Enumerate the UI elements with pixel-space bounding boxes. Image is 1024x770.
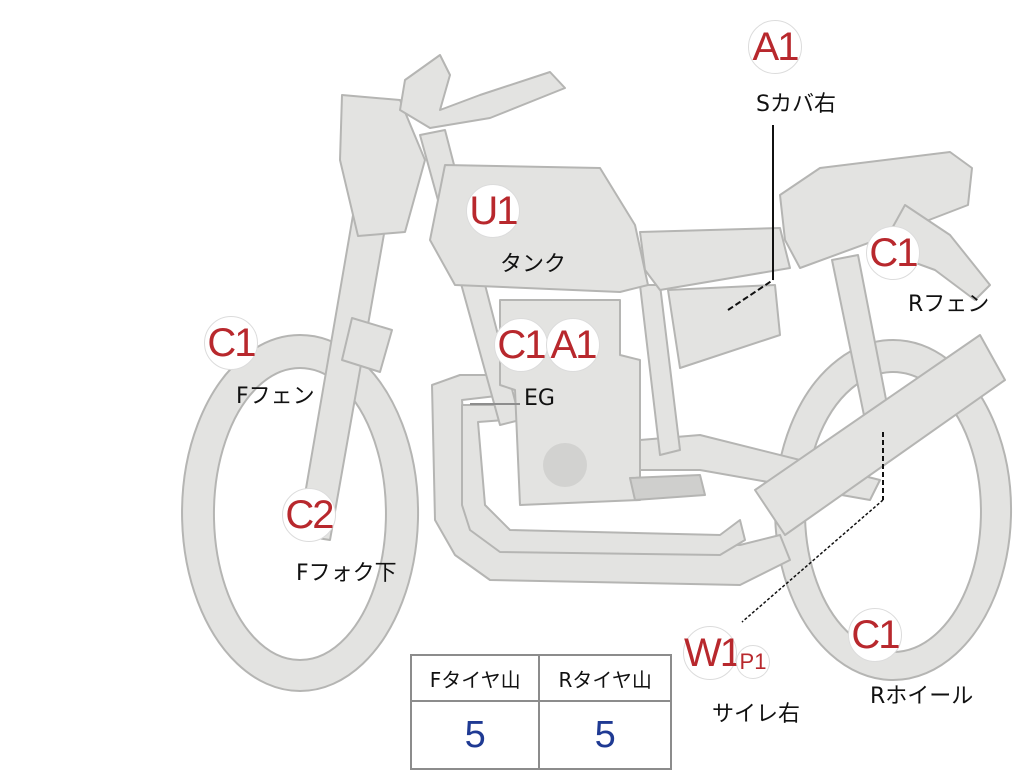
grade-badge-engine-2: A1 [546,318,600,372]
muffler-body [754,334,1006,536]
fork-cover [341,317,393,373]
tread-value-rear: 5 [538,700,672,770]
label-rear-fender: Rフェン [908,292,990,317]
seat [779,151,973,269]
grade-badge-front-fender: C1 [204,316,258,370]
handlebar [399,54,566,129]
grade-badge-front-fork-lower: C2 [282,488,336,542]
tread-value-front: 5 [409,700,541,770]
frame-rear [639,284,681,456]
label-front-fork-lower: Fフォク下 [296,561,397,586]
label-front-fender: Fフェン [236,384,315,409]
label-muffler-right: サイレ右 [712,702,801,727]
label-engine: EG [524,386,555,411]
side-cover [667,284,781,369]
label-rear-cover-right: Sカバ右 [756,92,836,117]
footpeg [629,474,706,501]
grade-badge-muffler-right: W1 [683,626,742,680]
grade-badge-rear-cover-right: A1 [748,20,802,74]
engine-cover [543,443,587,487]
label-tank: タンク [500,252,567,277]
tread-header-rear: Rタイヤ山 [538,654,672,702]
grade-badge-rear-wheel: C1 [848,608,902,662]
leader-line-cover-dash [727,279,774,311]
grade-badge-tank: U1 [466,184,520,238]
tread-header-front: Fタイヤ山 [409,654,541,702]
grade-badge-rear-fender: C1 [866,226,920,280]
grade-badge-muffler-right-sub: P1 [736,645,770,679]
grade-badge-engine-1: C1 [494,318,548,372]
front-tire [181,334,420,692]
label-rear-wheel: Rホイール [870,684,974,709]
tire-tread-table: Fタイヤ山 Rタイヤ山 5 5 [409,654,672,770]
headlight [339,94,426,237]
seat-front [639,227,791,291]
leader-line-muffler-diag [741,499,884,623]
